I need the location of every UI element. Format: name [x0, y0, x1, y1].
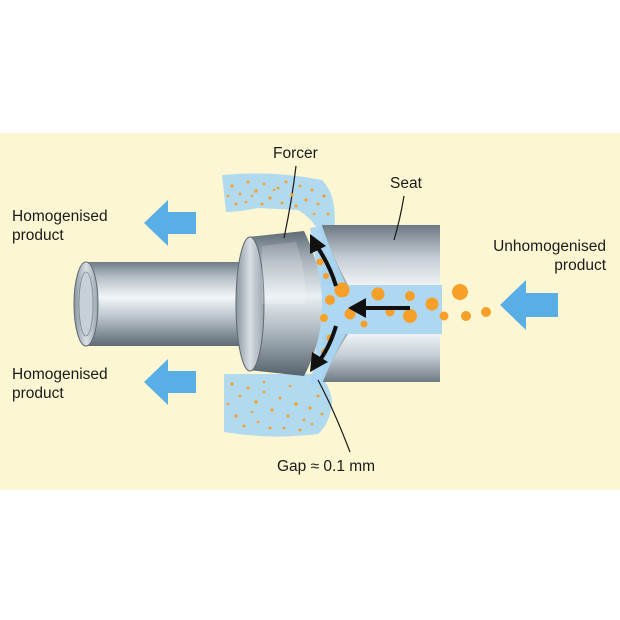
flow-arrow-icon — [310, 234, 338, 287]
unhomogenised-arrow-icon — [500, 280, 558, 330]
forcer-label: Forcer — [273, 145, 318, 162]
seat-label: Seat — [390, 175, 423, 192]
forcer-head-face — [235, 236, 265, 372]
shaft-end-rim — [78, 271, 94, 337]
forcer-head-highlight — [262, 242, 306, 304]
gap-leader-line — [317, 379, 351, 453]
fluid-channel — [310, 226, 442, 384]
unhomogenised-label-line1: Unhomogenised — [493, 238, 606, 255]
homogenised-bottom-label-line2: product — [12, 385, 64, 402]
fluid-cloud-top — [222, 173, 335, 236]
forcer-shaft — [84, 262, 252, 346]
fine-droplets-top — [226, 180, 330, 216]
large-droplets — [334, 282, 491, 328]
forcer-leader-line — [283, 165, 297, 239]
homogenised-top-label-line1: Homogenised — [12, 208, 108, 225]
homogenised-bottom-label-line1: Homogenised — [12, 366, 108, 383]
homogenised-arrow-top-icon — [144, 200, 196, 246]
flow-arrow-icon — [310, 325, 338, 372]
flow-arrow-icon — [348, 298, 410, 318]
seat-leader-line — [393, 195, 405, 241]
homogenised-top-label-line2: product — [12, 227, 64, 244]
homogenised-arrow-bottom-icon — [144, 359, 196, 405]
fine-droplets-bottom — [226, 380, 324, 432]
unhomogenised-label-line2: product — [554, 257, 606, 274]
gap-label: Gap ≈ 0.1 mm — [277, 458, 375, 475]
